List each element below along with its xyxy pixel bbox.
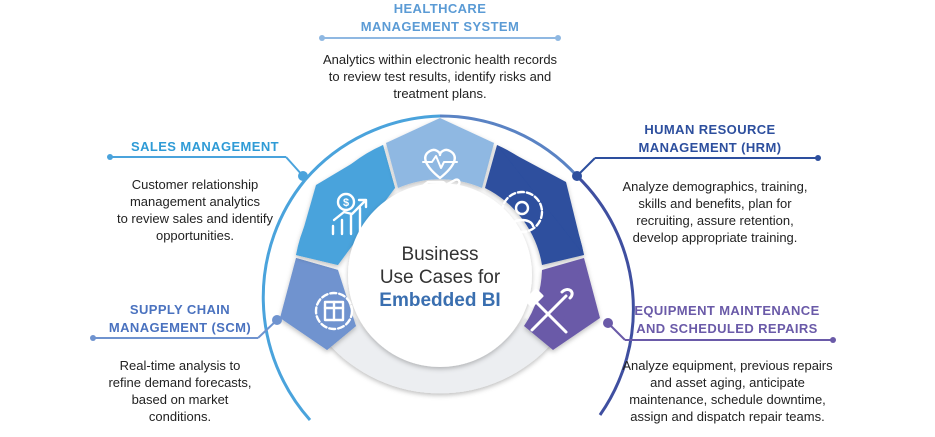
healthcare-title: HEALTHCARE MANAGEMENT SYSTEM <box>340 0 540 36</box>
healthcare-title-line1: HEALTHCARE <box>393 1 487 16</box>
ring-segment-healthcare[interactable] <box>386 118 494 188</box>
connector-healthcare <box>319 35 561 41</box>
healthcare-desc-line2: to review test results, identify risks a… <box>328 69 552 84</box>
hrm-description: Analyze demographics, training, skills a… <box>605 178 825 246</box>
equipment-desc-line2: and asset aging, anticipate <box>650 375 805 390</box>
sales-desc-line2: management analytics <box>129 194 261 209</box>
scm-title-line1: SUPPLY CHAIN <box>129 302 231 317</box>
outer-arc-right <box>575 174 635 416</box>
sales-desc-line4: opportunities. <box>155 228 235 243</box>
scm-desc-line1: Real-time analysis to <box>119 358 241 373</box>
ring-segment-equipment[interactable] <box>524 258 600 350</box>
hrm-title-line1: HUMAN RESOURCE <box>644 122 776 137</box>
hrm-desc-line3: recruiting, assure retention, <box>636 213 794 228</box>
center-title-line3: Embedded BI <box>379 290 501 311</box>
scm-desc-line3: based on market <box>131 392 229 407</box>
center-title: Business Use Cases for Embedded BI <box>372 243 508 312</box>
sales-title-line1: SALES MANAGEMENT <box>131 139 279 154</box>
equipment-desc-line4: assign and dispatch repair teams. <box>630 409 825 424</box>
sales-desc-line3: to review sales and identify <box>116 211 274 226</box>
dollar-chart-icon: $ <box>331 192 368 236</box>
hrm-title-line2: MANAGEMENT (HRM) <box>638 140 782 155</box>
connector-hrm <box>572 155 821 181</box>
equipment-desc-line3: maintenance, schedule downtime, <box>629 392 826 407</box>
sales-desc-line1: Customer relationship <box>131 177 259 192</box>
equipment-title: EQUIPMENT MAINTENANCE AND SCHEDULED REPA… <box>612 302 842 338</box>
scm-desc-line4: conditions. <box>148 409 212 424</box>
equipment-title-line1: EQUIPMENT MAINTENANCE <box>634 303 820 318</box>
healthcare-desc-line3: treatment plans. <box>393 86 487 101</box>
outer-arc-top-right <box>439 114 579 178</box>
scm-title-line2: MANAGEMENT (SCM) <box>108 320 252 335</box>
gear-box-icon <box>314 291 354 331</box>
svg-text:$: $ <box>343 197 349 209</box>
wrench-hammer-icon <box>524 288 574 334</box>
connector-sales <box>107 154 308 181</box>
hrm-desc-line4: develop appropriate training. <box>632 230 798 245</box>
sales-description: Customer relationship management analyti… <box>95 176 295 244</box>
connector-equipment <box>603 318 836 343</box>
healthcare-title-line2: MANAGEMENT SYSTEM <box>360 19 520 34</box>
equipment-desc-line1: Analyze equipment, previous repairs <box>622 358 833 373</box>
center-title-line2: Use Cases for <box>379 267 501 288</box>
healthcare-description: Analytics within electronic health recor… <box>290 51 590 102</box>
equipment-description: Analyze equipment, previous repairs and … <box>605 357 850 425</box>
healthcare-desc-line1: Analytics within electronic health recor… <box>322 52 558 67</box>
ring-segment-bottom <box>327 318 553 394</box>
equipment-title-line2: AND SCHEDULED REPAIRS <box>636 321 818 336</box>
connector-scm <box>90 315 282 341</box>
ring-segment-sales[interactable] <box>296 145 395 265</box>
scm-title: SUPPLY CHAIN MANAGEMENT (SCM) <box>95 301 265 337</box>
outer-arc-top-left <box>303 114 441 181</box>
outer-arc-left <box>261 179 312 421</box>
sales-title: SALES MANAGEMENT <box>100 138 310 156</box>
center-circle <box>348 183 532 367</box>
hrm-desc-line2: skills and benefits, plan for <box>638 196 792 211</box>
ring-segment-hrm[interactable] <box>485 145 584 265</box>
person-gear-icon <box>500 190 544 234</box>
heart-hand-icon <box>418 148 461 196</box>
scm-desc-line2: refine demand forecasts, <box>108 375 252 390</box>
center-title-line1: Business <box>401 244 479 265</box>
hrm-desc-line1: Analyze demographics, training, <box>622 179 808 194</box>
scm-description: Real-time analysis to refine demand fore… <box>90 357 270 425</box>
hrm-title: HUMAN RESOURCE MANAGEMENT (HRM) <box>600 121 820 157</box>
